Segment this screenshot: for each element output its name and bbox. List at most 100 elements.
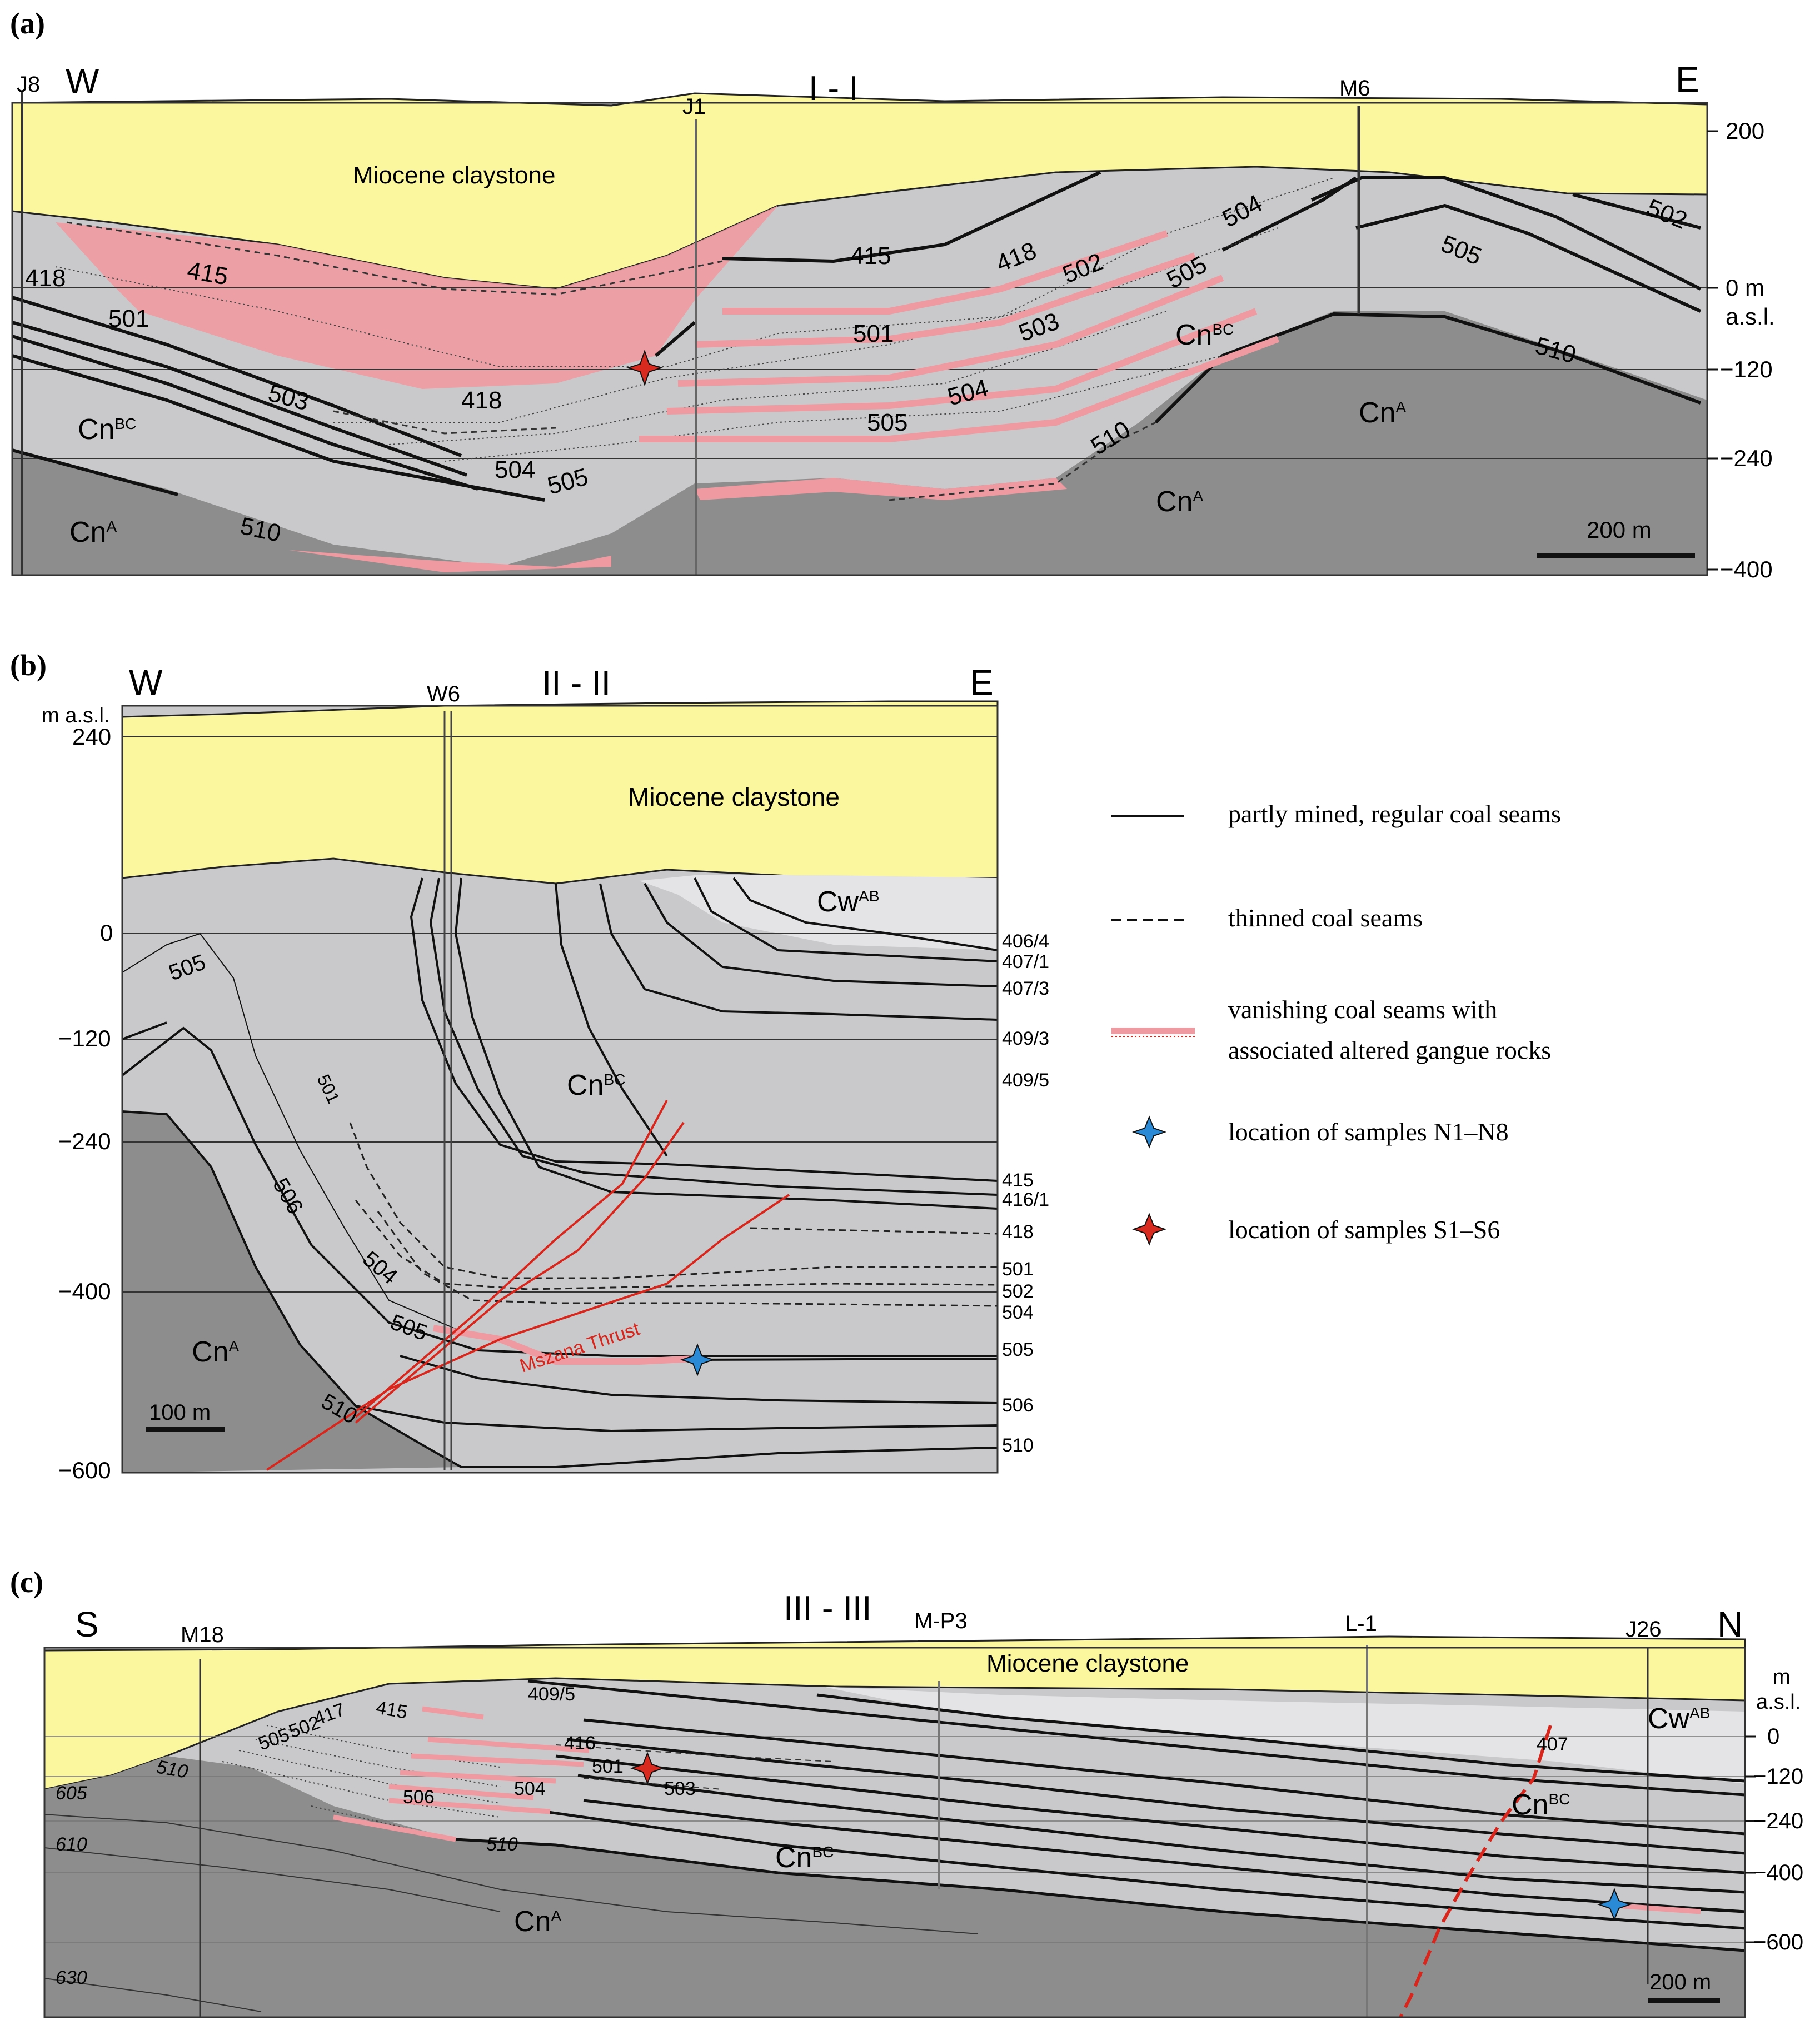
seam-label: 510 [1002,1435,1034,1456]
well-label: J26 [1625,1617,1662,1642]
seam-label: 504 [495,456,535,483]
unit-label-cna: CnA [192,1336,239,1368]
seam-label: 506 [1002,1395,1034,1416]
scale-label: 200 m [1649,1970,1711,1994]
seam-labels-b-right: 406/4 407/1 407/3 409/3 409/5 415 416/1 … [1002,931,1049,1456]
seam-label: 504 [1002,1302,1034,1323]
elevation-label: −120 [1720,356,1773,382]
east-label: E [970,662,994,702]
elevation-lines-c [44,1736,1745,1943]
cna-layer [44,1756,1745,2017]
unit-label-cnbc: CnBC [567,1069,625,1101]
seam-label: 407/3 [1002,978,1049,999]
elevation-label: 0 [1767,1724,1779,1749]
legend-red-marker [1131,1213,1167,1246]
sample-marker-red [626,349,664,387]
cna-layer [12,311,1707,575]
well-label: M-P3 [914,1609,968,1633]
north-label: N [1717,1604,1743,1644]
seam-label: 503 [664,1778,696,1799]
unit-label-cna: CnA [69,516,117,548]
thinned-seams-c [555,1744,834,1790]
seam-label: 605 [56,1783,87,1804]
legend-blue-marker [1131,1115,1167,1149]
legend-label: partly mined, regular coal seams [1228,800,1561,828]
well-label: L-1 [1345,1612,1377,1636]
legend-label: location of samples S1–S6 [1228,1215,1500,1244]
west-label: W [129,662,163,702]
panel-b-frame [121,705,999,1474]
thin-seams-c [44,1814,979,2012]
legend: partly mined, regular coal seams thinned… [1111,800,1561,1246]
panel-c-frame [43,1647,1746,2018]
east-label: E [1676,59,1699,99]
miocene-label: Miocene claystone [986,1650,1189,1677]
west-label: W [66,61,99,101]
thin-seam-505 [122,932,467,1334]
seam-label: 407/1 [1002,951,1049,972]
elevation-label: −400 [1720,556,1773,582]
elevation-label: −240 [1720,445,1773,471]
unit-label-cwab: CwAB [817,886,879,918]
seam-label: 610 [56,1834,87,1855]
section-title: III - III [784,1589,871,1628]
elevation-label: −240 [58,1128,111,1154]
seam-label: 418 [1002,1221,1034,1243]
panel-c-label: (c) [10,1565,43,1599]
panel-b: (b) [10,649,1049,1483]
elevation-label: −600 [58,1457,111,1483]
seam-label: 505 [867,409,907,436]
axis-title: m [1773,1665,1791,1689]
miocene-label: Miocene claystone [353,162,555,189]
elevation-label: −120 [1753,1764,1803,1789]
cwab-layer [639,875,998,950]
miocene-claystone-layer [43,1635,1746,1790]
elevation-label: 200 [1726,118,1764,144]
panel-a-frame [11,102,1708,576]
unit-label-cna: CnA [1359,397,1406,429]
seam-label: 510 [486,1834,518,1855]
seam-label: 418 [461,387,502,414]
fault-line [1399,1725,1552,2018]
seam-label: 630 [56,1967,87,1988]
scale-label: 100 m [149,1400,211,1425]
vanishing-seam-b [433,1325,695,1365]
vanishing-seams-c [333,1706,1701,1914]
seam-label: 416 [564,1733,596,1754]
elevation-ticks [1707,130,1718,571]
axis-title: a.s.l. [1756,1690,1801,1714]
axis-title: m a.s.l. [42,704,109,727]
unit-label-cna: CnA [1156,486,1203,518]
section-title: II - II [542,664,611,702]
seam-label: 409/3 [1002,1028,1049,1049]
seam-label: 415 [1002,1170,1034,1191]
elevation-label: a.s.l. [1726,303,1775,330]
seam-label: 418 [25,265,66,292]
miocene-label: Miocene claystone [628,782,840,811]
elevation-ticks-c [1745,1735,1756,1943]
well-label: M18 [181,1623,224,1647]
unit-label-cnbc: CnBC [1512,1789,1570,1821]
seam-label: 501 [108,305,149,332]
south-label: S [75,1604,99,1644]
thinned-seams-b [349,1122,998,1307]
sample-marker-red [630,1752,665,1785]
elevation-label: −400 [58,1278,111,1304]
elevation-label: −240 [1753,1809,1803,1833]
elevation-label: −600 [1753,1930,1803,1954]
seam-label: 406/4 [1002,931,1049,952]
seam-label: 416/1 [1002,1189,1049,1210]
seam-label: 407 [1537,1734,1568,1755]
unit-label-cnbc: CnBC [1175,319,1234,351]
cna-layer [122,1111,461,1473]
coal-seams-a [12,171,1702,502]
seam-label: 501 [853,320,894,347]
elevation-label: −400 [1753,1861,1803,1885]
well-label: J8 [17,72,40,97]
unit-label-cnbc: CnBC [78,413,136,446]
dotted-seams-c [222,1725,501,1840]
legend-label: location of samples N1–N8 [1228,1118,1509,1146]
panel-a: (a) [10,7,1775,582]
panel-b-label: (b) [10,649,47,682]
